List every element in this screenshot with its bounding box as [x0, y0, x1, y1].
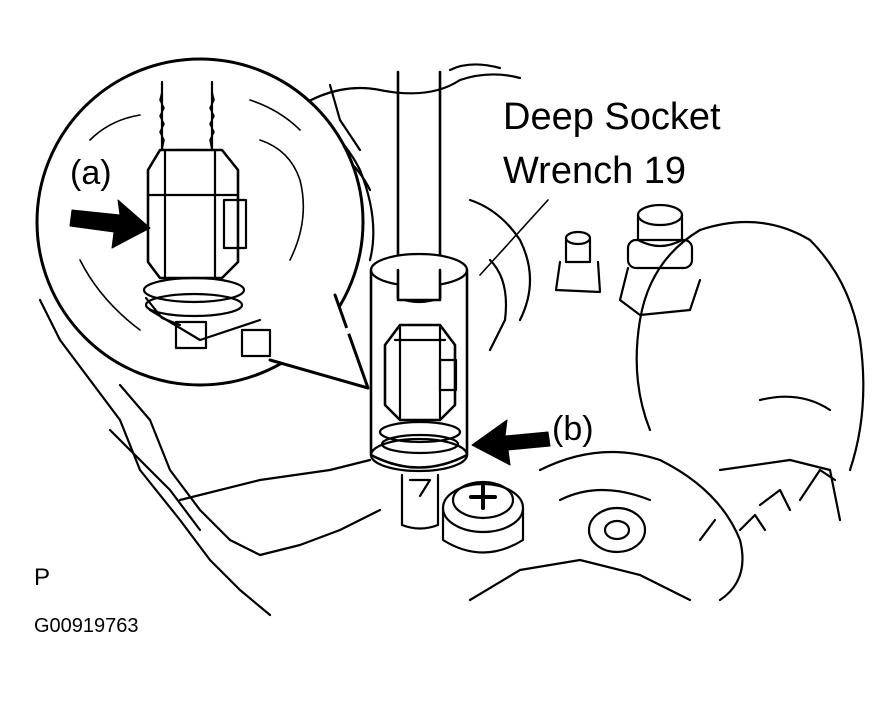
arrow-a: [69, 199, 151, 249]
bolt: [441, 480, 525, 554]
deep-socket: [369, 252, 469, 473]
arrow-b: [471, 419, 551, 466]
sensor-in-socket: [378, 323, 462, 530]
callout-label-a: (a): [70, 154, 112, 192]
detail-sensor: [79, 80, 305, 358]
socket-wrench-label-line1: Deep Socket: [503, 96, 721, 138]
socket-wrench-label-line2: Wrench 19: [503, 150, 687, 192]
callout-label-b: (b): [552, 410, 594, 448]
engine-fittings: [554, 203, 702, 554]
figure-id: G00919763: [34, 615, 139, 637]
engine-block-outline: [38, 63, 865, 617]
view-code: P: [34, 564, 51, 591]
socket-label-leader: [479, 199, 549, 276]
